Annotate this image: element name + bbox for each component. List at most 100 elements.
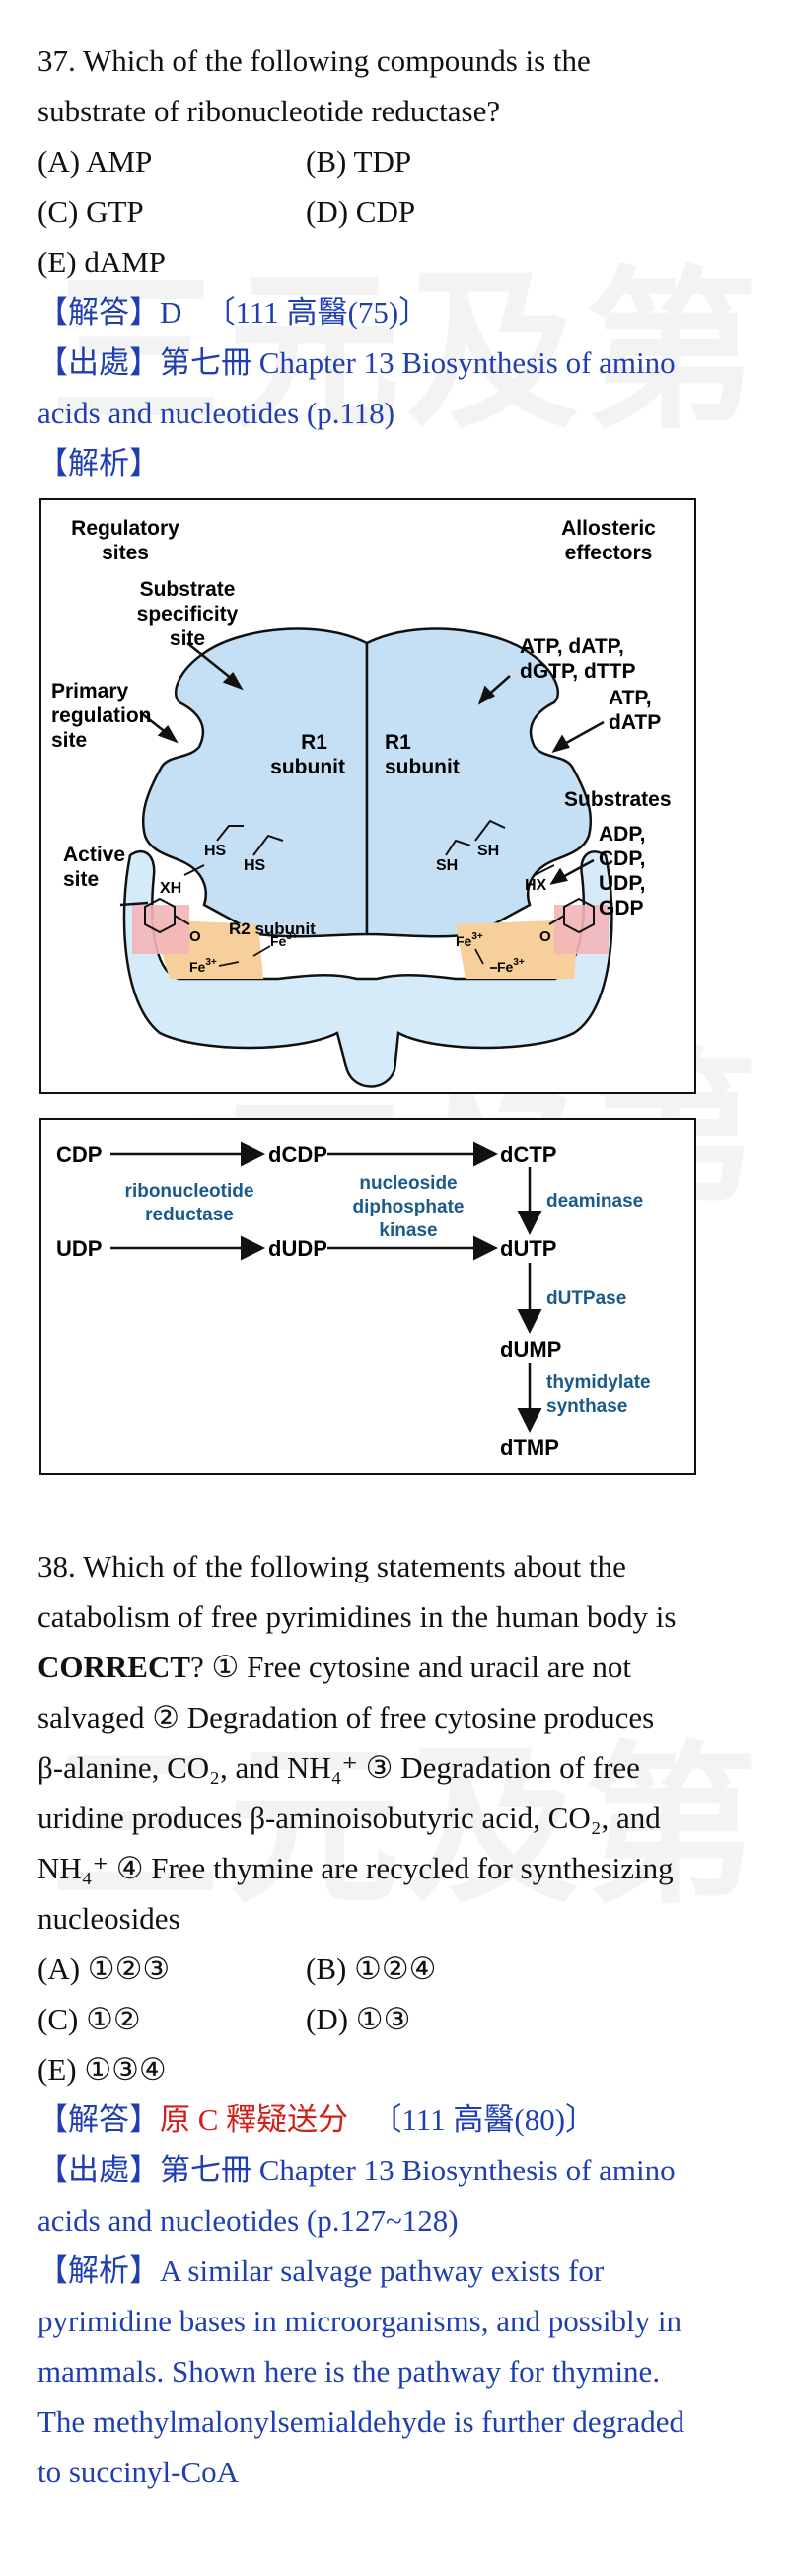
answer-line: 【解答】D 〔111 高醫(75)〕 [37, 287, 757, 337]
r1-left-label: R1 [301, 731, 327, 754]
options-row: (C) GTP (D) CDP [37, 186, 757, 237]
effectors-label: ATP, [609, 687, 652, 709]
dcdp-label: dCDP [268, 1142, 327, 1167]
options-row: (A) AMP (B) TDP [37, 136, 757, 186]
options-row: (A) ①②③ (B) ①②④ [37, 1944, 757, 1994]
question-stem: CORRECT? ① Free cytosine and uracil are … [37, 1650, 631, 1684]
oxygen-label: O [189, 928, 201, 945]
active-site-label: Active [63, 844, 125, 866]
dctp-label: dCTP [500, 1142, 556, 1167]
primary-regulation-label: regulation [51, 704, 152, 727]
iron-label: Fe3+ [456, 931, 483, 949]
primary-regulation-label: site [51, 729, 87, 752]
option-b: (B) TDP [306, 144, 412, 179]
regulatory-sites-label: sites [102, 542, 149, 564]
sh-label: SH [436, 857, 458, 874]
question-stem: substrate of ribonucleotide reductase? [37, 94, 501, 128]
question-stem: NH₄⁺ ④ Free thymine are recycled for syn… [37, 1851, 674, 1885]
allosteric-effectors-label: effectors [565, 542, 653, 564]
pathway-diagram: CDP dCDP dCTP UDP dUDP dUTP dUMP dTMP ri… [56, 1141, 651, 1460]
substrate-item: UDP, [599, 872, 645, 895]
question-stem: 37. Which of the following compounds is … [37, 43, 591, 78]
enzyme-labels: ribonucleotide reductase nucleoside diph… [125, 1173, 651, 1417]
enzyme-label: synthase [546, 1396, 627, 1417]
dtmp-label: dTMP [500, 1435, 559, 1460]
udp-label: UDP [56, 1236, 102, 1261]
iron-label: Fe3+ [189, 957, 217, 975]
dump-label: dUMP [500, 1337, 561, 1362]
enzyme-label: reductase [145, 1205, 234, 1225]
page-content: 37. Which of the following compounds is … [37, 36, 757, 488]
r1-subunit-left-shape [141, 627, 369, 938]
emphasis-correct: CORRECT [37, 1650, 191, 1684]
enzyme-label: thymidylate [546, 1372, 651, 1393]
option-d: (D) CDP [306, 194, 416, 229]
analysis-tag: 【解析】 [37, 2253, 160, 2288]
phenol-ring-right [548, 897, 595, 934]
option-a: (A) ①②③ [37, 1951, 171, 1986]
dutp-label: dUTP [500, 1236, 556, 1261]
iron-center-right [456, 920, 579, 979]
effectors-label: dGTP, dTTP [520, 660, 635, 683]
regulatory-sites-label: Regulatory [71, 517, 179, 540]
substrate-item: CDP, [599, 847, 645, 870]
option-c: (C) ①② [37, 2002, 141, 2036]
analysis-text: A similar salvage pathway exists for [160, 2253, 605, 2288]
enzyme-label: diphosphate [353, 1197, 465, 1217]
watermark: 三元及第 [49, 1687, 763, 1937]
analysis-line: 【解析】A similar salvage pathway exists for [37, 2245, 757, 2296]
deoxyribonucleotide-pathway-figure: CDP dCDP dCTP UDP dUDP dUTP dUMP dTMP ri… [39, 1118, 696, 1475]
active-site-label: site [63, 868, 99, 891]
question-stem: 38. Which of the following statements ab… [37, 1549, 626, 1583]
r1-right-label: subunit [385, 756, 460, 778]
substrate-item: GDP [599, 897, 644, 920]
source-text: acids and nucleotides (p.127~128) [37, 2203, 459, 2238]
substrate-item: ADP, [599, 823, 645, 846]
question-stem: salvaged ② Degradation of free cytosine … [37, 1700, 655, 1734]
oxygen-label: O [539, 928, 551, 945]
answer-value: 原 C 釋疑送分 [160, 2102, 349, 2137]
source-tag: 【出處】 [37, 345, 160, 380]
iron-label: Fe3+ [270, 931, 298, 949]
primary-regulation-label: Primary [51, 680, 129, 702]
source-text: acids and nucleotides (p.118) [37, 396, 395, 430]
source-text: 第七冊 Chapter 13 Biosynthesis of amino [160, 345, 676, 380]
answer-value: D [160, 295, 182, 330]
tyrosyl-region-left [132, 905, 189, 954]
hs-label: HS [244, 857, 266, 874]
enzyme-label: ribonucleotide [125, 1181, 254, 1202]
iron-bonds [218, 945, 497, 969]
effectors-label: ATP, dATP, [520, 635, 624, 658]
option-d: (D) ①③ [306, 2002, 411, 2036]
enzyme-label: deaminase [546, 1191, 643, 1212]
effectors-label: dATP [609, 711, 661, 734]
substrate-specificity-label: Substrate [140, 578, 236, 601]
substrate-specificity-label: specificity [137, 603, 239, 626]
cdp-label: CDP [56, 1142, 102, 1167]
analysis-text: to succinyl-CoA [37, 2455, 240, 2489]
r2-subunit-shape [122, 849, 613, 1088]
r1-right-label: R1 [385, 731, 411, 754]
enzyme-label: kinase [379, 1220, 437, 1241]
option-a: (A) AMP [37, 144, 153, 179]
option-c: (C) GTP [37, 194, 144, 229]
question-stem: nucleosides [37, 1901, 180, 1936]
r1-left-label: subunit [270, 756, 345, 778]
analysis-tag: 【解析】 [37, 446, 160, 480]
option-b: (B) ①②④ [306, 1951, 437, 1986]
sh-label: SH [477, 843, 499, 859]
question-stem: uridine produces β-aminoisobutyric acid,… [37, 1801, 661, 1835]
ribonucleotide-reductase-structure-figure: Regulatory sites Allosteric effectors Su… [39, 498, 696, 1094]
dudp-label: dUDP [268, 1236, 327, 1261]
xh-label: XH [160, 880, 181, 897]
question-38: 38. Which of the following statements ab… [37, 1541, 757, 2497]
pointer-arrows [119, 642, 605, 907]
structure-diagram: Regulatory sites Allosteric effectors Su… [51, 517, 672, 1088]
analysis-text: pyrimidine bases in microorganisms, and … [37, 2304, 681, 2338]
options-row: (C) ①② (D) ①③ [37, 1994, 757, 2044]
r2-subunit-label: R2 subunit [229, 920, 316, 938]
hx-label: HX [525, 877, 547, 894]
answer-tag: 【解答】 [37, 2102, 160, 2137]
tyrosyl-region-right [554, 905, 609, 954]
enzyme-label: dUTPase [546, 1288, 626, 1309]
